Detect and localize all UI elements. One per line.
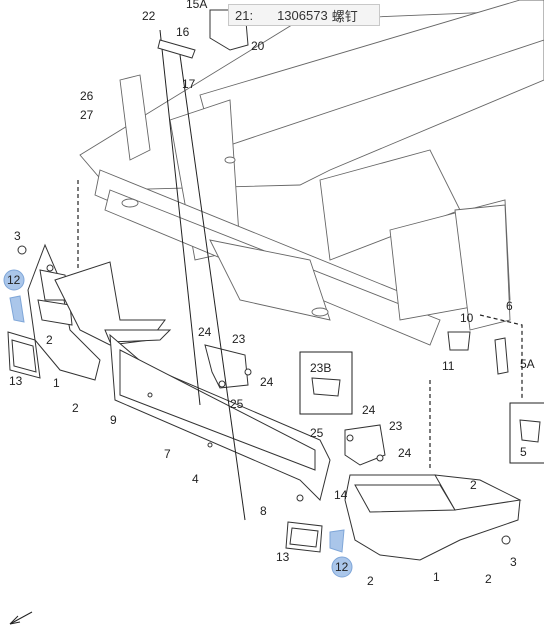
callout-2-mid: 2 [72, 401, 79, 415]
callout-9: 9 [110, 413, 117, 427]
bracket-10[interactable] [447, 331, 471, 351]
callout-3-right: 3 [510, 555, 517, 569]
callout-5: 5 [520, 445, 527, 459]
callout-14: 14 [334, 488, 348, 502]
callout-24-d: 24 [398, 446, 412, 460]
callout-20: 20 [251, 39, 265, 53]
callout-2-right-b: 2 [367, 574, 374, 588]
bracket-5A[interactable] [494, 337, 509, 375]
left-bracket-highlight[interactable] [9, 295, 25, 323]
callout-1-right: 1 [433, 570, 440, 584]
callout-13-left: 13 [9, 374, 23, 388]
callout-15A: 15A [186, 0, 207, 11]
center-bracket-right[interactable] [344, 424, 386, 466]
callout-4: 4 [192, 472, 199, 486]
callout-22: 22 [142, 9, 156, 23]
center-bracket-left[interactable] [204, 344, 252, 389]
callout-23-a: 23 [232, 332, 246, 346]
callout-12-right[interactable]: 12 [331, 556, 353, 578]
callout-16: 16 [176, 25, 190, 39]
tooltip-part-name: 螺钉 [331, 8, 358, 24]
callout-24-c: 24 [362, 403, 376, 417]
callout-5A: 5A [520, 357, 535, 371]
callout-27: 27 [80, 108, 94, 122]
callout-2-left: 2 [46, 333, 53, 347]
callout-10: 10 [460, 311, 474, 325]
tooltip-part-code: 1306573 [277, 7, 328, 23]
right-bracket-highlight[interactable] [329, 529, 345, 553]
detail-box-5[interactable] [509, 402, 544, 464]
callout-23B: 23B [310, 361, 331, 375]
callout-labels: 22 15A 16 17 20 26 27 3 2 13 1 2 9 7 4 2… [9, 0, 535, 588]
callout-7: 7 [164, 447, 171, 461]
bracket-guide-line [479, 314, 523, 400]
callout-26: 26 [80, 89, 94, 103]
callout-23-b: 23 [389, 419, 403, 433]
callout-8: 8 [260, 504, 267, 518]
callout-24-b: 24 [260, 375, 274, 389]
svg-text:12: 12 [7, 273, 21, 287]
callout-1-left: 1 [53, 376, 60, 390]
callout-13-right: 13 [276, 550, 290, 564]
callout-11: 11 [442, 359, 455, 373]
callout-12-left[interactable]: 12 [3, 269, 25, 291]
bracket-16[interactable] [157, 39, 196, 59]
right-bumper-corner[interactable] [344, 474, 522, 561]
part-tooltip: 21: 1306573 螺钉 [228, 4, 380, 26]
detail-box-23B[interactable] [299, 351, 353, 415]
main-bumper[interactable] [109, 333, 331, 502]
callout-2-right-c: 2 [485, 572, 492, 586]
left-lamp[interactable] [7, 331, 41, 379]
right-nut [501, 535, 511, 545]
leader-line-22 [159, 29, 201, 406]
callout-25-b: 25 [310, 426, 324, 440]
callout-17: 17 [182, 77, 196, 91]
callout-2-right-a: 2 [470, 478, 477, 492]
vehicle-frame [79, 0, 544, 346]
left-nut [17, 245, 27, 255]
left-clip [46, 264, 54, 272]
svg-text:12: 12 [335, 560, 349, 574]
callout-3-left: 3 [14, 229, 21, 243]
callout-25-a: 25 [230, 397, 244, 411]
tooltip-prefix: 21: [235, 7, 254, 23]
left-mudguard[interactable] [54, 261, 172, 346]
direction-arrow [9, 611, 33, 625]
callout-24-a: 24 [198, 325, 212, 339]
leader-line-15A [179, 54, 246, 521]
callout-6: 6 [506, 299, 513, 313]
right-lamp[interactable] [285, 521, 323, 553]
